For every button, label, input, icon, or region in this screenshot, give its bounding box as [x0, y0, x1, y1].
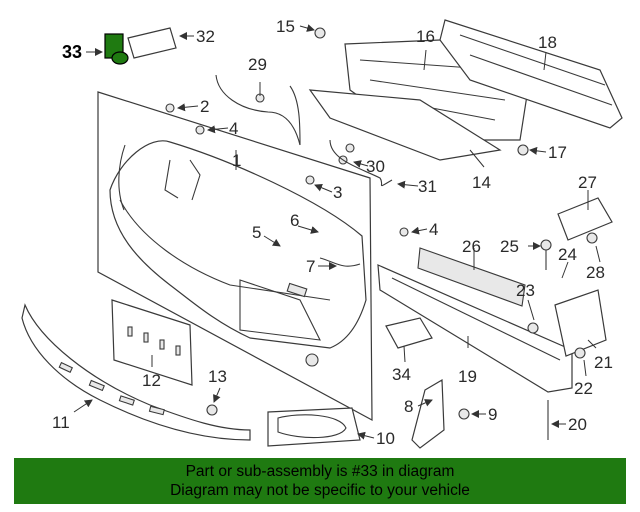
foam-strip: [417, 247, 526, 307]
callout-23: 23: [516, 281, 535, 300]
callout-29: 29: [248, 55, 267, 74]
lower-bracket: [411, 378, 445, 449]
callout-16: 16: [416, 27, 435, 46]
callout-18: 18: [538, 33, 557, 52]
part-32-sensor: [127, 27, 177, 59]
callout-24: 24: [558, 245, 577, 264]
callout-4b: 4: [429, 220, 438, 239]
impact-bar: [439, 19, 623, 129]
info-banner: Part or sub-assembly is #33 in diagram D…: [14, 458, 626, 504]
energy-absorber: [377, 264, 573, 393]
callout-4a: 4: [229, 119, 238, 138]
license-plate-bracket: [111, 299, 193, 386]
callout-14: 14: [472, 173, 491, 192]
callout-8: 8: [404, 397, 413, 416]
callout-31: 31: [418, 177, 437, 196]
callout-33: 33: [62, 42, 82, 62]
callout-12: 12: [142, 371, 161, 390]
callout-25: 25: [500, 237, 519, 256]
callout-28: 28: [586, 263, 605, 282]
callout-10: 10: [376, 429, 395, 448]
callout-19: 19: [458, 367, 477, 386]
callout-7: 7: [306, 257, 315, 276]
sensor-module: [385, 317, 433, 349]
side-bracket: [554, 289, 607, 357]
guide-bracket: [557, 197, 613, 241]
callout-27: 27: [578, 173, 597, 192]
part-33-highlight: [104, 33, 129, 65]
callout-11: 11: [52, 413, 70, 432]
lower-spoiler: [21, 303, 251, 441]
callout-17: 17: [548, 143, 567, 162]
callout-32: 32: [196, 27, 215, 46]
callout-9: 9: [488, 405, 497, 424]
callout-30: 30: [366, 157, 385, 176]
callout-3: 3: [333, 183, 342, 202]
callout-21: 21: [594, 353, 613, 372]
callout-6: 6: [290, 211, 299, 230]
callout-26: 26: [462, 237, 481, 256]
callout-34: 34: [392, 365, 411, 384]
callout-22: 22: [574, 379, 593, 398]
banner-line-2: Diagram may not be specific to your vehi…: [170, 482, 470, 499]
callout-20: 20: [568, 415, 587, 434]
callout-13: 13: [208, 367, 227, 386]
callout-15: 15: [276, 17, 295, 36]
lower-shield: [308, 89, 502, 161]
callout-1: 1: [232, 151, 241, 170]
callout-5: 5: [252, 223, 261, 242]
banner-line-1: Part or sub-assembly is #33 in diagram: [185, 463, 455, 480]
fog-lamp-grille: [267, 407, 361, 447]
callout-2: 2: [200, 97, 209, 116]
exploded-parts-diagram: 33 32 2 4 1 3 4 5 6 7 8 9 10 11 12 13 14…: [21, 17, 623, 449]
